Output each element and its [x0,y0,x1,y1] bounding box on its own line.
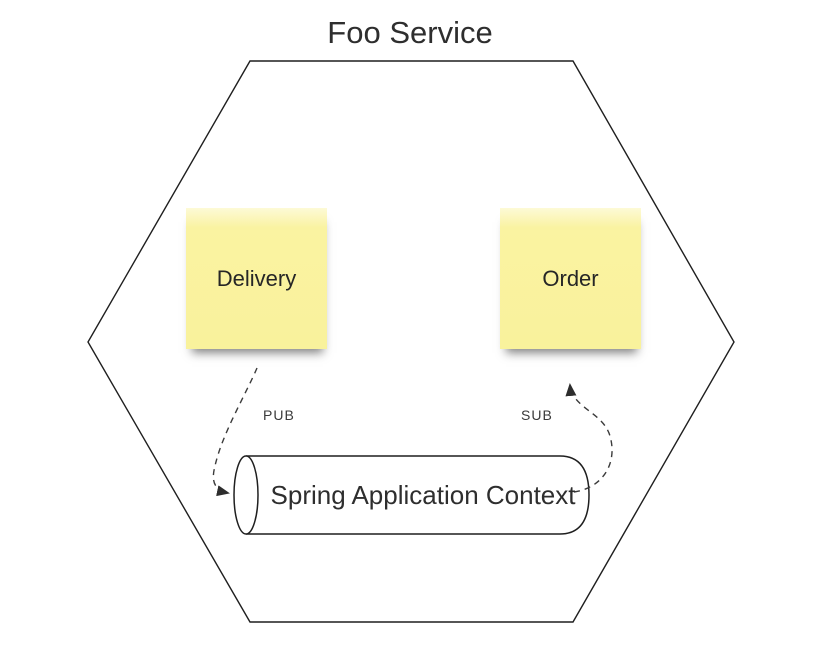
sub-edge-label: SUB [521,407,553,423]
diagram-title: Foo Service [327,15,493,50]
sticky-note-delivery-label: Delivery [216,265,297,291]
pub-edge-label: PUB [263,407,295,423]
pub-arrow [212,367,258,497]
sub-arrow [565,383,613,493]
cylinder-label: Spring Application Context [270,479,576,510]
hexagon-boundary [87,60,735,623]
cylinder-end-cap [233,455,259,535]
sticky-note-delivery: Delivery [186,208,327,349]
sticky-note-order-label: Order [542,265,599,291]
sticky-note-order: Order [500,208,641,349]
cylinder-body [246,455,590,535]
